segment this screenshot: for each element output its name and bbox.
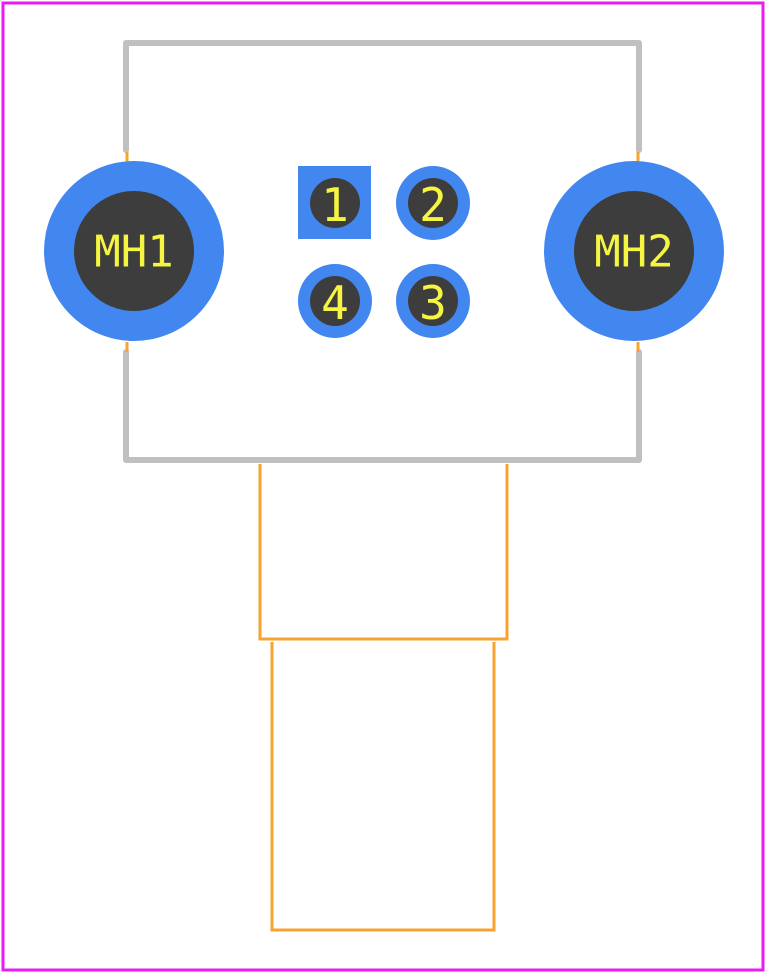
mh2-drill [574,191,694,311]
pad-1-drill [310,178,360,228]
pad-1: 1 [298,166,371,239]
mounting-hole-mh1: MH1 [44,161,224,341]
mounting-hole-mh2: MH2 [544,161,724,341]
pad-4-label: 4 [321,276,349,330]
silk-bottom-edge [123,349,642,463]
courtyard-connector-lower [270,642,496,932]
courtyard-outline [125,152,640,932]
pad-4-drill [310,276,360,326]
courtyard-connector-upper [258,464,509,641]
mh1-label: MH1 [94,227,173,278]
pad-2: 2 [396,166,470,240]
silkscreen-outline [123,40,642,463]
silk-top-edge [123,40,642,153]
pad-2-label: 2 [419,178,447,232]
pad-2-drill [408,178,458,228]
pad-3-drill [408,276,458,326]
mh1-drill [74,191,194,311]
pad-1-label: 1 [321,178,349,232]
mh2-label: MH2 [594,227,673,278]
pad-3: 3 [396,264,470,338]
pad-4: 4 [298,264,372,338]
pad-3-label: 3 [419,276,447,330]
